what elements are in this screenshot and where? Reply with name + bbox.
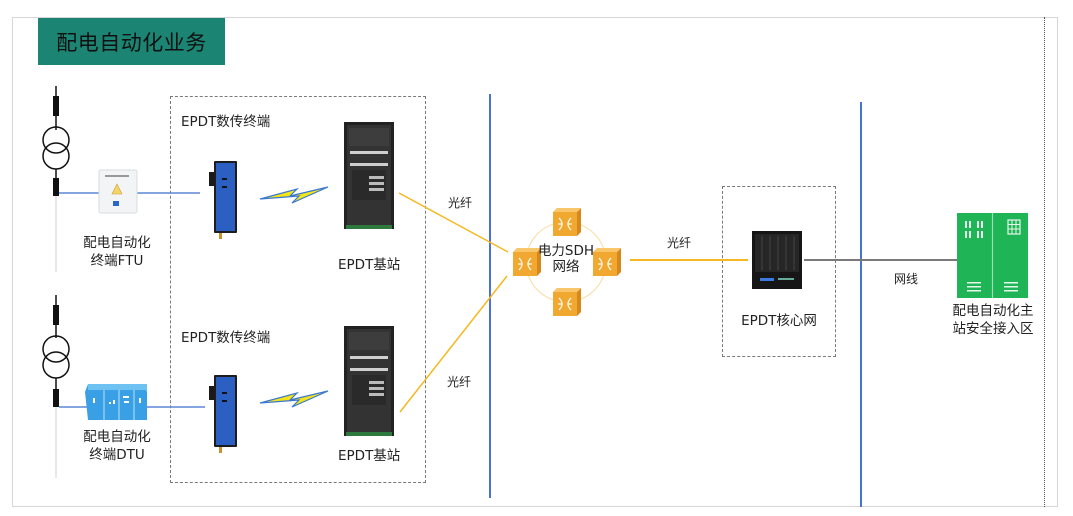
dtu-label: 配电自动化 终端DTU (62, 428, 172, 464)
dtu-label-line2: 终端DTU (89, 447, 145, 463)
right-dotted-boundary (1044, 17, 1045, 507)
sdh-label-line1: 电力SDH (537, 243, 595, 259)
wireless-link-icon-2 (259, 390, 329, 408)
ftu-terminal-icon (98, 169, 138, 214)
sdh-node-icon (593, 248, 621, 276)
switchgear-symbol-1 (42, 86, 70, 196)
fiber-label-lower: 光纤 (447, 375, 472, 389)
fiber-label-core: 光纤 (667, 236, 692, 250)
sdh-network-label: 电力SDH 网络 (536, 243, 596, 275)
core-network-label: EPDT核心网 (741, 313, 817, 329)
fiber-line-lower (399, 275, 508, 413)
wireless-link-icon-1 (259, 186, 329, 204)
title-banner: 配电自动化业务 (38, 18, 225, 65)
base-station-label-2: EPDT基站 (338, 448, 401, 464)
epdt-core-group-box (722, 186, 836, 357)
fiber-label-upper: 光纤 (448, 196, 473, 210)
epdt-data-terminal-icon-2 (209, 375, 237, 453)
core-network-device-icon (752, 231, 802, 289)
ftu-label-line2: 终端FTU (90, 253, 144, 269)
diagram-frame (12, 17, 1058, 507)
diagram-title: 配电自动化业务 (56, 30, 207, 55)
network-cable-label: 网线 (894, 272, 919, 286)
ftu-label: 配电自动化 终端FTU (62, 234, 172, 270)
master-station-cabinet-icon (957, 213, 1028, 298)
epdt-data-terminal-icon-1 (209, 161, 237, 239)
base-station-label-1: EPDT基站 (338, 257, 401, 273)
base-station-cabinet-icon-2 (344, 326, 394, 436)
master-label-line2: 站安全接入区 (952, 321, 1034, 337)
sdh-node-icon (513, 248, 541, 276)
sdh-node-icon (553, 208, 581, 236)
epdt-terminal-label-1: EPDT数传终端 (181, 114, 271, 130)
sdh-label-line2: 网络 (552, 259, 580, 275)
epdt-terminal-label-2: EPDT数传终端 (181, 330, 271, 346)
dtu-label-line1: 配电自动化 (83, 429, 151, 445)
master-station-label: 配电自动化主 站安全接入区 (940, 302, 1046, 338)
fiber-line-upper (398, 192, 509, 253)
master-label-line1: 配电自动化主 (952, 303, 1034, 319)
dtu-terminal-icon (85, 384, 147, 420)
sdh-nodes (513, 208, 621, 316)
ftu-label-line1: 配电自动化 (83, 235, 151, 251)
switchgear-symbol-2 (42, 295, 70, 407)
base-station-cabinet-icon-1 (344, 122, 394, 229)
sdh-node-icon (553, 288, 581, 316)
epdt-access-group-box (170, 96, 426, 483)
